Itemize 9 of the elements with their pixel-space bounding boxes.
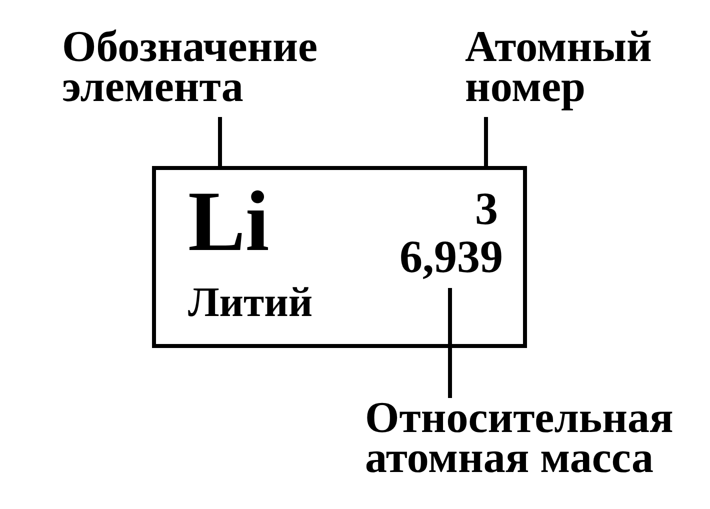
callout-label: Относительная атомная масса: [365, 398, 676, 478]
callout-label: Обозначение элемента: [62, 27, 320, 117]
callout-label: Атомный номер: [465, 27, 654, 117]
element-card: [152, 166, 527, 348]
atomic-mass: 6,939: [400, 234, 503, 288]
element-name: Литий: [188, 282, 313, 324]
atomic-number: 3: [475, 170, 498, 232]
leader-line: [448, 288, 452, 398]
element-symbol: Li: [188, 170, 270, 264]
